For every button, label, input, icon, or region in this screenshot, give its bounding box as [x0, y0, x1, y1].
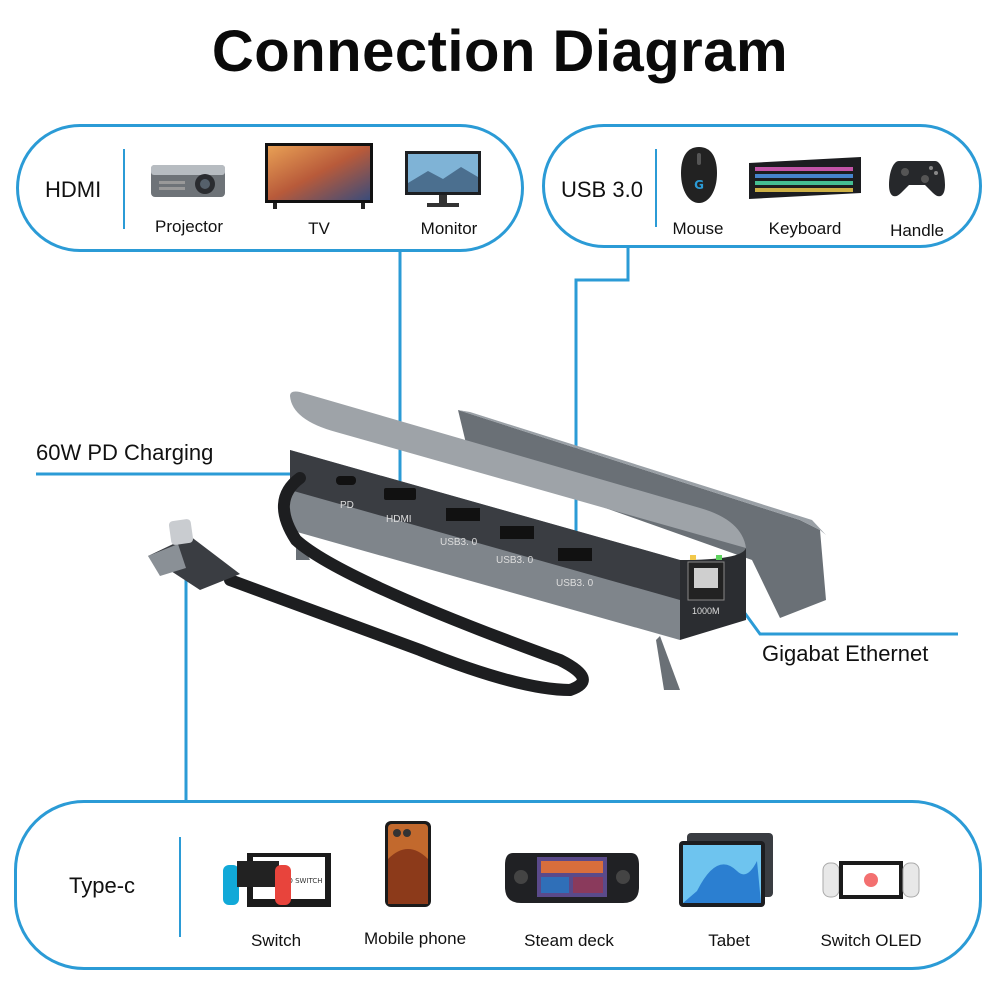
steam-deck-icon — [505, 853, 639, 903]
pd-port — [336, 476, 356, 485]
usb-port-2 — [500, 526, 534, 539]
projector-icon — [151, 165, 225, 197]
pd-charging-callout: 60W PD Charging — [36, 440, 214, 465]
ethernet-callout: Gigabat Ethernet — [762, 641, 929, 666]
device-label-mouse: Mouse — [672, 219, 724, 238]
hub-port-label-pd: PD — [340, 500, 354, 511]
usb-separator — [655, 149, 657, 227]
device-label-monitor: Monitor — [420, 219, 478, 238]
hub-port-label-usb1: USB3. 0 — [440, 537, 478, 548]
mouse-icon: G — [681, 147, 717, 203]
typec-separator — [179, 837, 181, 937]
hdmi-port — [384, 488, 416, 500]
svg-text:G: G — [694, 178, 704, 192]
switch-icon: NINTENDO SWITCH — [223, 853, 331, 907]
tablet-icon — [679, 833, 773, 907]
gamepad-icon — [889, 161, 945, 197]
device-label-tablet: Tabet — [708, 931, 750, 950]
switch-oled-icon — [822, 861, 920, 899]
device-label-projector: Projector — [154, 217, 224, 236]
usb-connector-line — [574, 242, 630, 553]
device-label-steam-deck: Steam deck — [524, 931, 614, 950]
hdmi-group-label: HDMI — [45, 177, 102, 202]
hub-port-label-ethernet: 1000M — [692, 606, 720, 616]
device-label-mobile-phone: Mobile phone — [363, 929, 467, 948]
usb-group-pill: USB 3.0 G Mouse Keyboard Handle — [542, 124, 982, 248]
hub-port-label-usb2: USB3. 0 — [496, 555, 534, 566]
phone-icon — [385, 821, 431, 907]
usb-port-3 — [558, 548, 592, 561]
page-title: Connection Diagram — [211, 19, 789, 84]
monitor-icon — [405, 151, 481, 207]
device-label-switch: Switch — [250, 931, 302, 950]
tv-icon — [265, 143, 373, 209]
usb-c-hub-illustration: PD HDMI USB3. 0 USB3. 0 USB3. 0 1000M — [148, 391, 826, 697]
device-label-keyboard: Keyboard — [768, 219, 842, 238]
usb-group-label: USB 3.0 — [561, 177, 643, 202]
typec-group-pill: Type-c NINTENDO SWITCH Switch Mobile pho… — [14, 800, 982, 970]
device-label-switch-oled: Switch OLED — [820, 931, 922, 950]
device-label-handle: Handle — [890, 221, 944, 240]
keyboard-icon — [749, 157, 861, 199]
hub-port-label-usb3: USB3. 0 — [556, 578, 594, 589]
hdmi-separator — [123, 149, 125, 229]
hdmi-group-pill: HDMI Projector TV Monitor — [16, 124, 524, 252]
device-label-tv: TV — [308, 219, 330, 238]
hub-port-label-hdmi: HDMI — [386, 514, 412, 525]
usb-port-1 — [446, 508, 480, 521]
typec-group-label: Type-c — [69, 873, 136, 898]
